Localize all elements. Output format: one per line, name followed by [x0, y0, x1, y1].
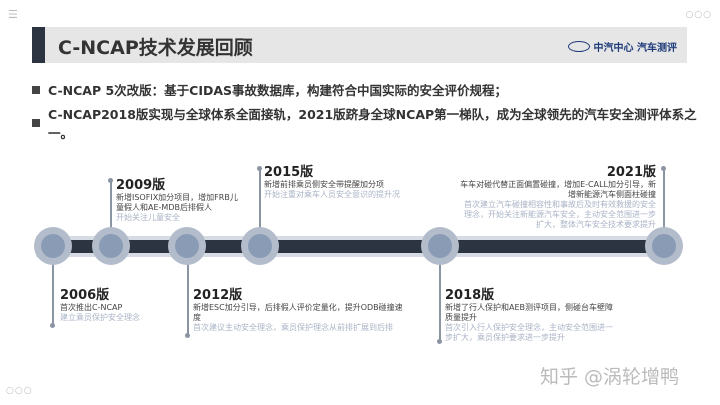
milestone-2009: 2009版 新增ISOFIX加分项目，增加FRB儿童假人和AE-MDB后排假人 …: [116, 174, 241, 223]
timeline-node-2006[interactable]: [34, 227, 72, 265]
milestone-concept: 首次建议主动安全理念，乘员保护理念从前排扩展到后排: [193, 323, 393, 332]
milestone-year: 2009版: [116, 178, 166, 193]
connector-dot: [661, 166, 666, 171]
logo-text: 中汽中心 汽车测评: [593, 43, 677, 54]
more-icon[interactable]: ○○○: [685, 10, 712, 20]
connector-dot: [257, 166, 262, 171]
bullet-text: C-NCAP 5次改版：基于CIDAS事故数据库，构建符合中国实际的安全评价规程…: [48, 83, 508, 98]
watermark: 知乎 @涡轮增鸭: [540, 366, 680, 388]
milestone-2021: 2021版 车车对碰代替正面偏置碰撞，增加E-CALL加分引导，新增新能源汽车侧…: [458, 161, 656, 230]
connector-dot: [437, 339, 442, 344]
milestone-change: 新增ISOFIX加分项目，增加FRB儿童假人和AE-MDB后排假人: [116, 193, 238, 212]
milestone-2012: 2012版 新增ESC加分引导，后排假人评价定量化，提升ODB碰撞速度 首次建议…: [193, 284, 403, 333]
milestone-change: 新增ESC加分引导，后排假人评价定量化，提升ODB碰撞速度: [193, 303, 403, 322]
timeline-node-2018[interactable]: [421, 227, 459, 265]
timeline-node-2021[interactable]: [645, 227, 683, 265]
timeline-node-2015[interactable]: [241, 227, 279, 265]
milestone-2006: 2006版 首次推出C-NCAP 建立乘员保护安全理念: [60, 284, 170, 323]
more-icon-bottom[interactable]: ○○○: [6, 386, 33, 396]
bullet-icon: [32, 119, 40, 127]
menu-icon[interactable]: ☰: [8, 8, 18, 21]
milestone-concept: 首次建立汽车碰撞相容性和事故后及时有效救援的安全理念，开始关注新能源汽车安全，主…: [464, 200, 656, 229]
connector-dot: [50, 323, 55, 328]
connector: [187, 255, 189, 335]
connector: [439, 255, 441, 341]
milestone-concept: 建立乘员保护安全理念: [60, 313, 140, 322]
header: C-NCAP技术发展回顾 中汽中心 汽车测评: [32, 27, 687, 63]
milestone-change: 首次推出C-NCAP: [60, 303, 123, 312]
connector-dot: [108, 178, 113, 183]
connector-dot: [185, 333, 190, 338]
connector: [52, 255, 54, 325]
logo-icon: [567, 41, 590, 52]
logo: 中汽中心 汽车测评: [567, 39, 677, 54]
milestone-concept: 开始注重对乘车人员安全意识的提升况: [264, 190, 400, 199]
milestone-concept: 开始关注儿童安全: [116, 213, 180, 222]
milestone-year: 2006版: [60, 288, 110, 303]
milestone-year: 2021版: [606, 165, 656, 180]
bullet-item: C-NCAP 5次改版：基于CIDAS事故数据库，构建符合中国实际的安全评价规程…: [32, 80, 507, 99]
milestone-year: 2018版: [445, 288, 495, 303]
milestone-year: 2012版: [193, 288, 243, 303]
milestone-2015: 2015版 新增前排乘员侧安全带提醒加分项 开始注重对乘车人员安全意识的提升况: [264, 161, 434, 200]
milestone-change: 车车对碰代替正面偏置碰撞，增加E-CALL加分引导，新增新能源汽车侧面柱碰撞: [460, 180, 656, 199]
timeline-bar: [50, 240, 662, 253]
header-accent: [32, 27, 45, 63]
connector: [663, 168, 665, 228]
timeline-node-2012[interactable]: [168, 227, 206, 265]
bullet-text: C-NCAP2018版实现与全球体系全面接轨，2021版跻身全球NCAP第一梯队…: [47, 107, 697, 141]
page-title: C-NCAP技术发展回顾: [58, 37, 253, 59]
connector: [110, 180, 112, 230]
timeline-node-2009[interactable]: [92, 227, 130, 265]
milestone-concept: 首次引入行人保护安全理念，主动安全范围进一步扩大，乘员保护要求进一步提升: [445, 323, 613, 342]
connector: [259, 168, 261, 228]
milestone-2018: 2018版 新增了行人保护和AEB测评项目，侧碰台车壁障质量提升 首次引入行人保…: [445, 284, 620, 343]
milestone-change: 新增前排乘员侧安全带提醒加分项: [264, 180, 384, 189]
bullet-item: C-NCAP2018版实现与全球体系全面接轨，2021版跻身全球NCAP第一梯队…: [32, 104, 720, 142]
bullet-icon: [32, 85, 40, 94]
milestone-change: 新增了行人保护和AEB测评项目，侧碰台车壁障质量提升: [445, 303, 614, 322]
milestone-year: 2015版: [264, 165, 314, 180]
